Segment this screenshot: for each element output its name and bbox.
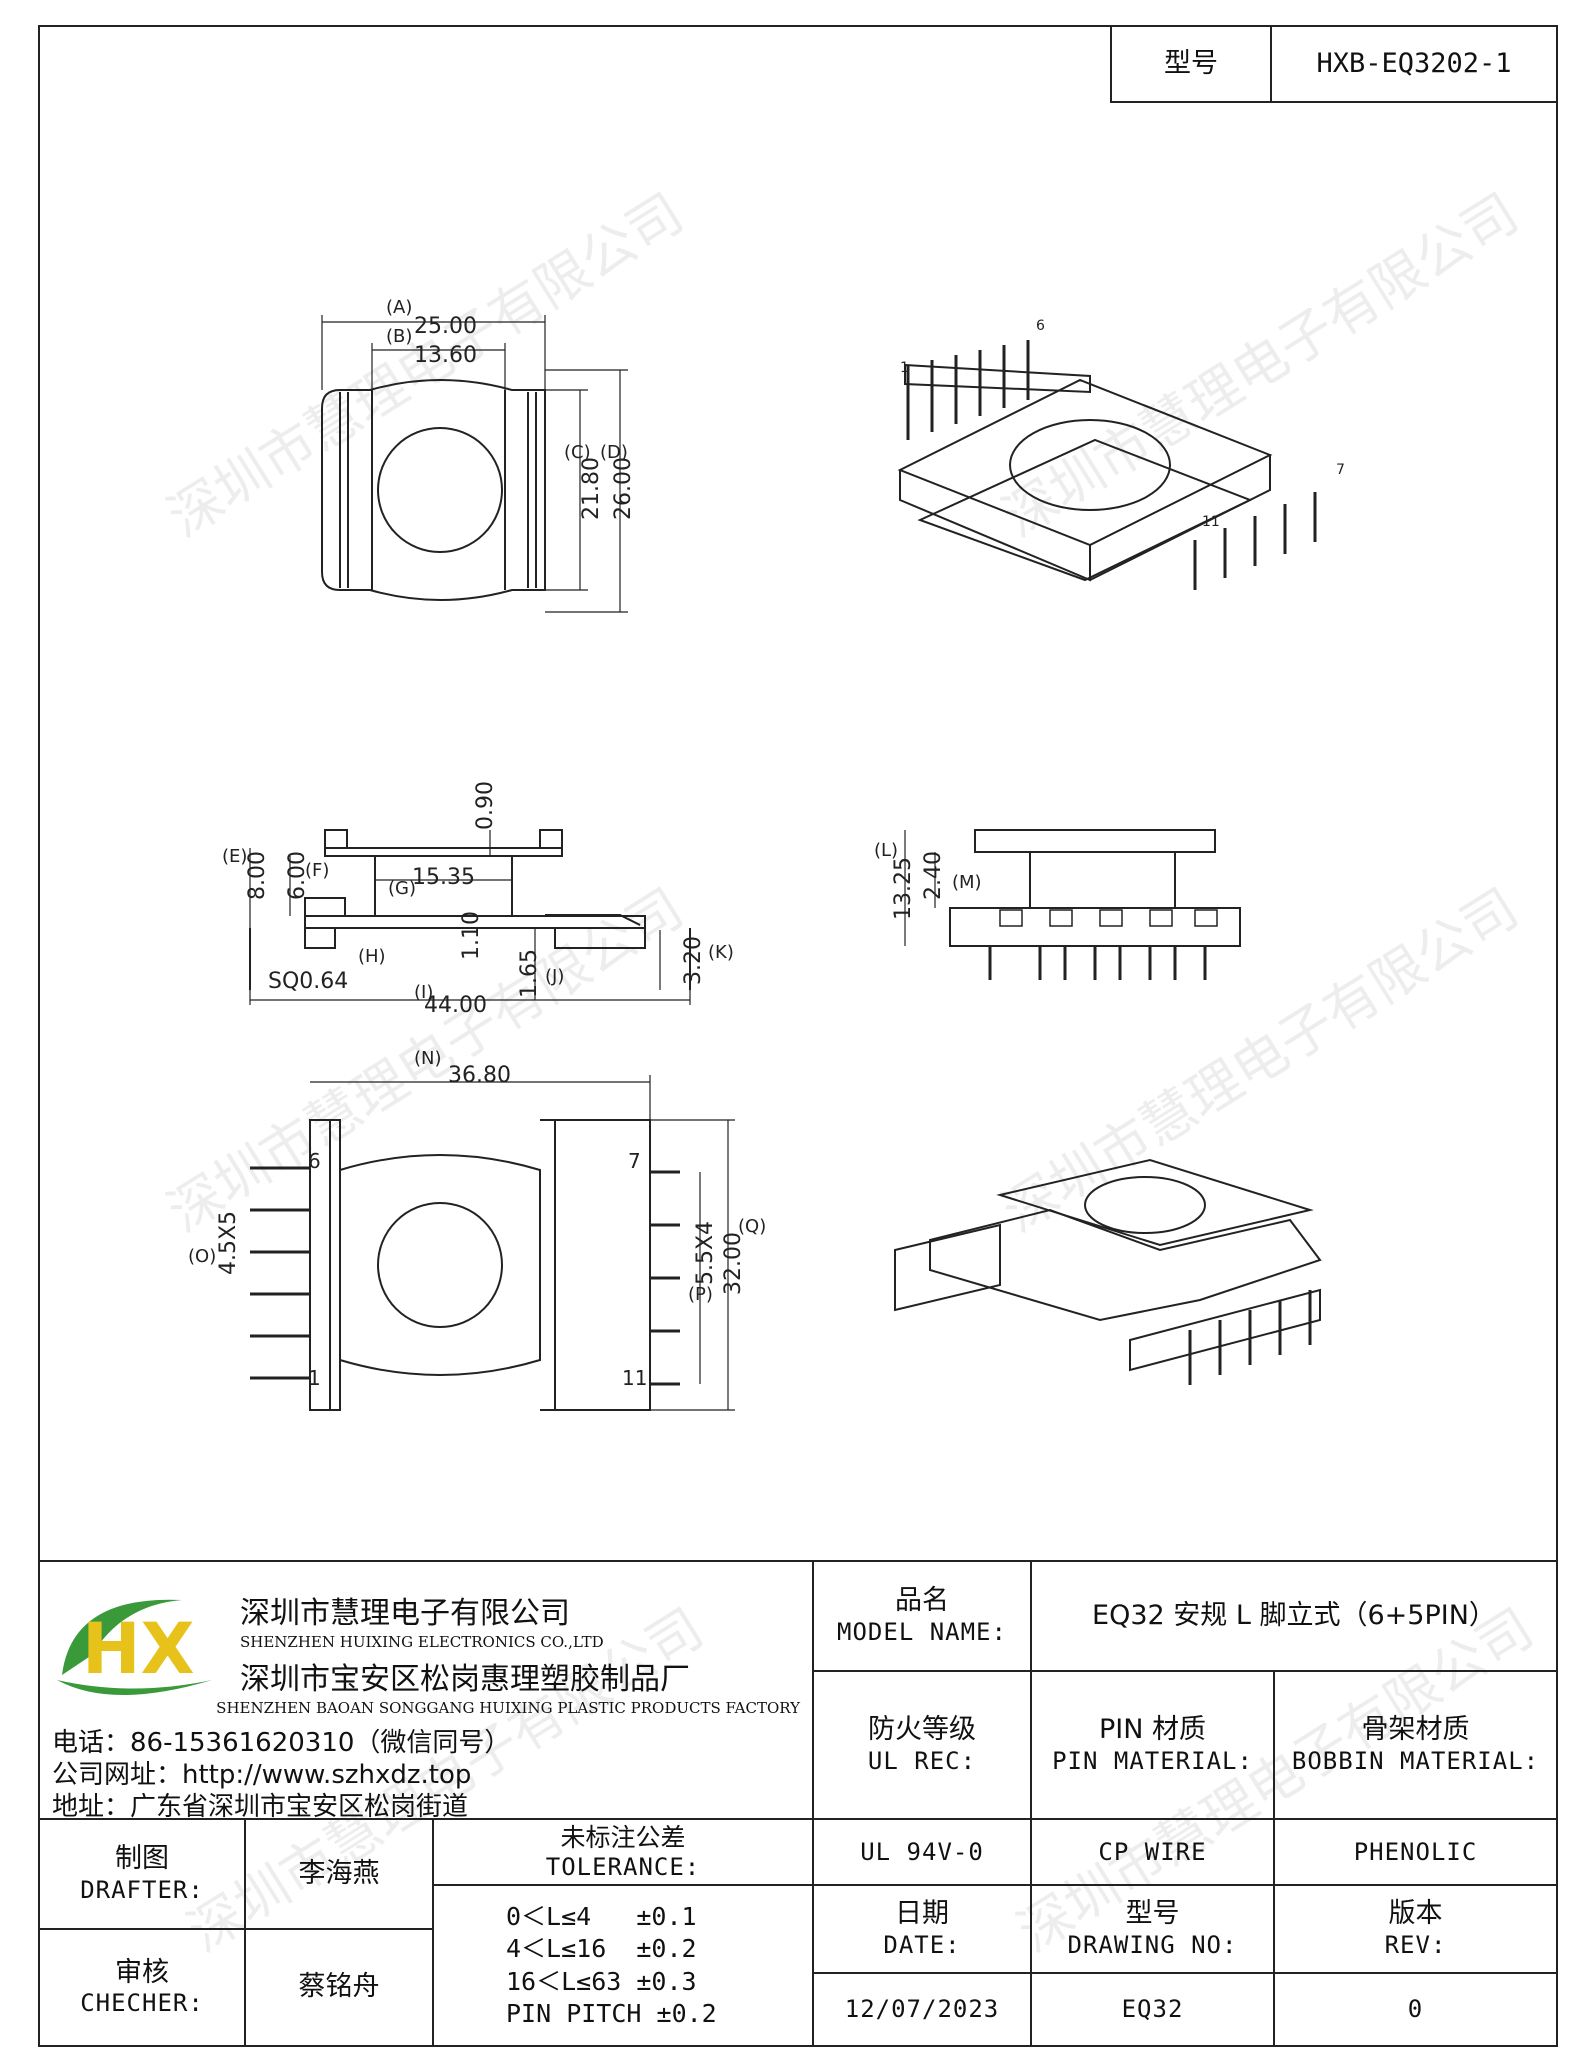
dim-o: 4.5X5: [216, 1211, 241, 1275]
date-value: 12/07/2023: [812, 1972, 1032, 2047]
top-view: [321, 315, 628, 613]
factory-name-cn: 深圳市宝安区松岗惠理塑胶制品厂: [240, 1662, 690, 1697]
dim-b: 13.60: [414, 343, 477, 368]
bottom-pin-1: 1: [308, 1366, 321, 1390]
drawing-no-value: EQ32: [1030, 1972, 1275, 2047]
side-view: [249, 829, 691, 1005]
factory-name-en: SHENZHEN BAOAN SONGGANG HUIXING PLASTIC …: [216, 1699, 800, 1717]
label-i: (I): [414, 982, 433, 1003]
bobbin-material-value: PHENOLIC: [1273, 1818, 1558, 1886]
label-q: (Q): [738, 1216, 766, 1237]
dim-j: 1.65: [517, 949, 542, 998]
tolerance-list: 0＜L≤4 ±0.1 4＜L≤16 ±0.2 16＜L≤63 ±0.3 PIN …: [432, 1884, 814, 2047]
dim-f: 6.00: [285, 851, 310, 900]
label-j: (J): [545, 966, 564, 987]
label-l: (L): [874, 840, 898, 861]
label-k: (K): [708, 942, 734, 963]
tolerance-row: 4＜L≤16 ±0.2: [506, 1934, 697, 1963]
pin-material-value: CP WIRE: [1030, 1818, 1275, 1886]
iso-pin-7: 7: [1336, 462, 1345, 478]
dim-d: 26.00: [611, 457, 636, 520]
label-f: (F): [305, 860, 329, 881]
bottom-pin-6: 6: [308, 1149, 321, 1173]
company-website: 公司网址：http://www.szhxdz.top: [52, 1760, 472, 1790]
company-name-cn: 深圳市慧理电子有限公司: [240, 1596, 570, 1631]
company-address: 地址：广东省深圳市宝安区松岗街道: [52, 1792, 469, 1822]
iso-pin-11: 11: [1202, 514, 1220, 530]
label-c: (C): [564, 442, 591, 463]
label-h: (H): [358, 946, 386, 967]
tolerance-row: 16＜L≤63 ±0.3: [506, 1966, 697, 1996]
label-o: (O): [188, 1246, 216, 1267]
iso-view-top: [897, 340, 1317, 590]
company-name-en: SHENZHEN HUIXING ELECTRONICS CO.,LTD: [240, 1633, 604, 1651]
logo-h: HX: [82, 1608, 195, 1690]
dim-m: 2.40: [921, 851, 946, 900]
dim-1-10: 1.10: [459, 911, 484, 960]
label-g: (G): [388, 878, 416, 899]
dim-n: 36.80: [448, 1063, 511, 1088]
rev-value: 0: [1273, 1972, 1558, 2047]
dim-i: 44.00: [424, 993, 487, 1018]
label-d: (D): [600, 442, 628, 463]
tolerance-row: PIN PITCH ±0.2: [506, 1999, 717, 2028]
iso-pin-6: 6: [1036, 318, 1045, 334]
label-n: (N): [414, 1048, 442, 1069]
label-m: (M): [952, 872, 982, 893]
ul-rec-value: UL 94V-0: [812, 1818, 1032, 1886]
bottom-pin-11: 11: [622, 1366, 647, 1390]
checker-name: 蔡铭舟: [244, 1928, 434, 2047]
dim-p: 5.5X4: [693, 1221, 718, 1285]
model-header-value: HXB-EQ3202-1: [1270, 25, 1558, 103]
company-phone: 电话：86-15361620310（微信同号）: [52, 1728, 511, 1758]
dim-sq: SQ0.64: [268, 969, 348, 994]
label-e: (E): [222, 846, 247, 867]
tolerance-row: 0＜L≤4 ±0.1: [506, 1901, 697, 1931]
dim-a: 25.00: [414, 314, 477, 339]
label-p: (P): [688, 1284, 713, 1305]
dim-0-90: 0.90: [473, 781, 498, 830]
dim-c: 21.80: [579, 457, 604, 520]
drafter-name: 李海燕: [244, 1818, 434, 1930]
bottom-view: [250, 1075, 735, 1411]
front-view: [904, 829, 1241, 980]
label-b: (B): [386, 326, 412, 347]
dim-e: 8.00: [245, 851, 270, 900]
dim-g: 15.35: [412, 865, 475, 890]
label-a: (A): [386, 297, 412, 318]
dim-l: 13.25: [891, 857, 916, 920]
dim-q: 32.00: [721, 1232, 746, 1295]
iso-pin-1: 1: [900, 360, 909, 376]
company-logo: HX: [52, 1585, 222, 1705]
technical-drawing: (A) 25.00 (B) 13.60 (C) (D) 21.80 26.00 …: [188, 297, 1345, 1411]
dim-k: 3.20: [681, 936, 706, 985]
model-name-value: EQ32 安规 L 脚立式（6+5PIN）: [1030, 1560, 1558, 1672]
iso-view-bottom: [894, 1158, 1322, 1385]
bottom-pin-7: 7: [628, 1149, 641, 1173]
